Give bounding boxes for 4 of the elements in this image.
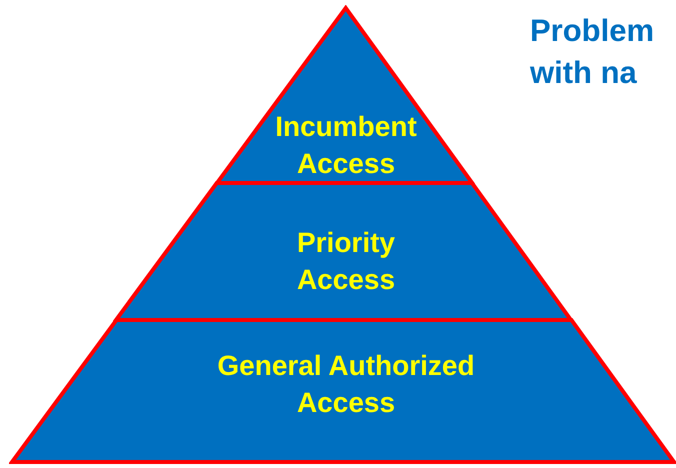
tier-label: Incumbent Access	[274, 110, 418, 181]
tier-label: General Authorized Access	[216, 349, 476, 420]
tier-label: Priority Access	[296, 226, 396, 297]
heading-text: Problem with na	[530, 12, 656, 92]
